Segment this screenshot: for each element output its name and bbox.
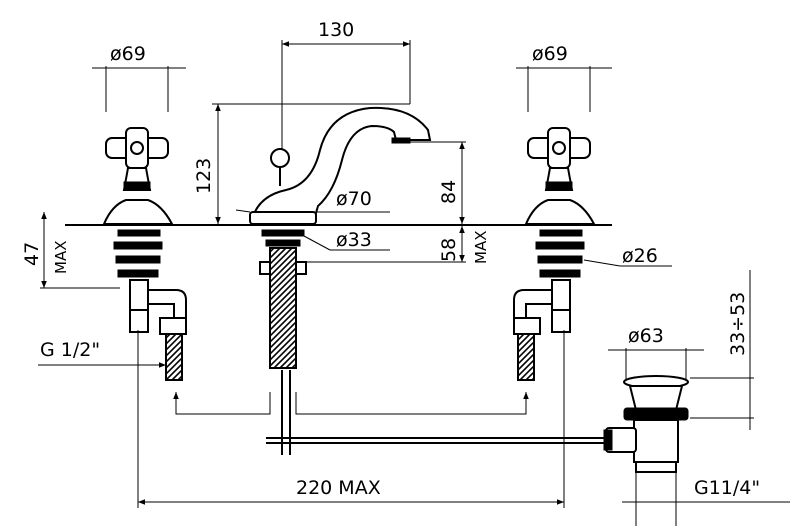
drain-diameter-label: ø63	[628, 325, 664, 347]
dimension-lines	[38, 40, 790, 526]
left-handle-diameter-label: ø69	[110, 43, 146, 65]
spout-shank-max-label: MAX	[472, 231, 490, 264]
deck-thickness-label: 47	[21, 242, 43, 266]
right-handle-diameter-label: ø69	[532, 43, 568, 65]
centers-max-label: 220 MAX	[296, 477, 381, 499]
left-valve	[102, 127, 187, 381]
drain-stroke-label: 33÷53	[727, 292, 749, 356]
dimension-labels: ø69 130 ø69 123 84 ø70 ø33 47 MAX 58 MAX…	[21, 19, 760, 499]
spout-shank-diameter-label: ø33	[336, 229, 372, 251]
spout-base-diameter-label: ø70	[336, 188, 372, 210]
hose-connections	[173, 392, 529, 415]
inlet-thread-label: G 1/2"	[40, 339, 100, 361]
overall-height-label: 123	[193, 158, 215, 194]
spout	[249, 106, 432, 369]
spout-reach-label: 130	[318, 19, 354, 41]
deck-thickness-max-label: MAX	[52, 241, 70, 274]
spout-shank-length-label: 58	[438, 238, 460, 262]
valve-shank-diameter-label: ø26	[622, 245, 658, 267]
right-valve	[513, 127, 596, 381]
lift-rod	[266, 370, 606, 455]
pop-up-drain	[603, 375, 689, 473]
drain-thread-label: G11/4"	[694, 477, 760, 499]
spout-height-label: 84	[438, 180, 460, 204]
